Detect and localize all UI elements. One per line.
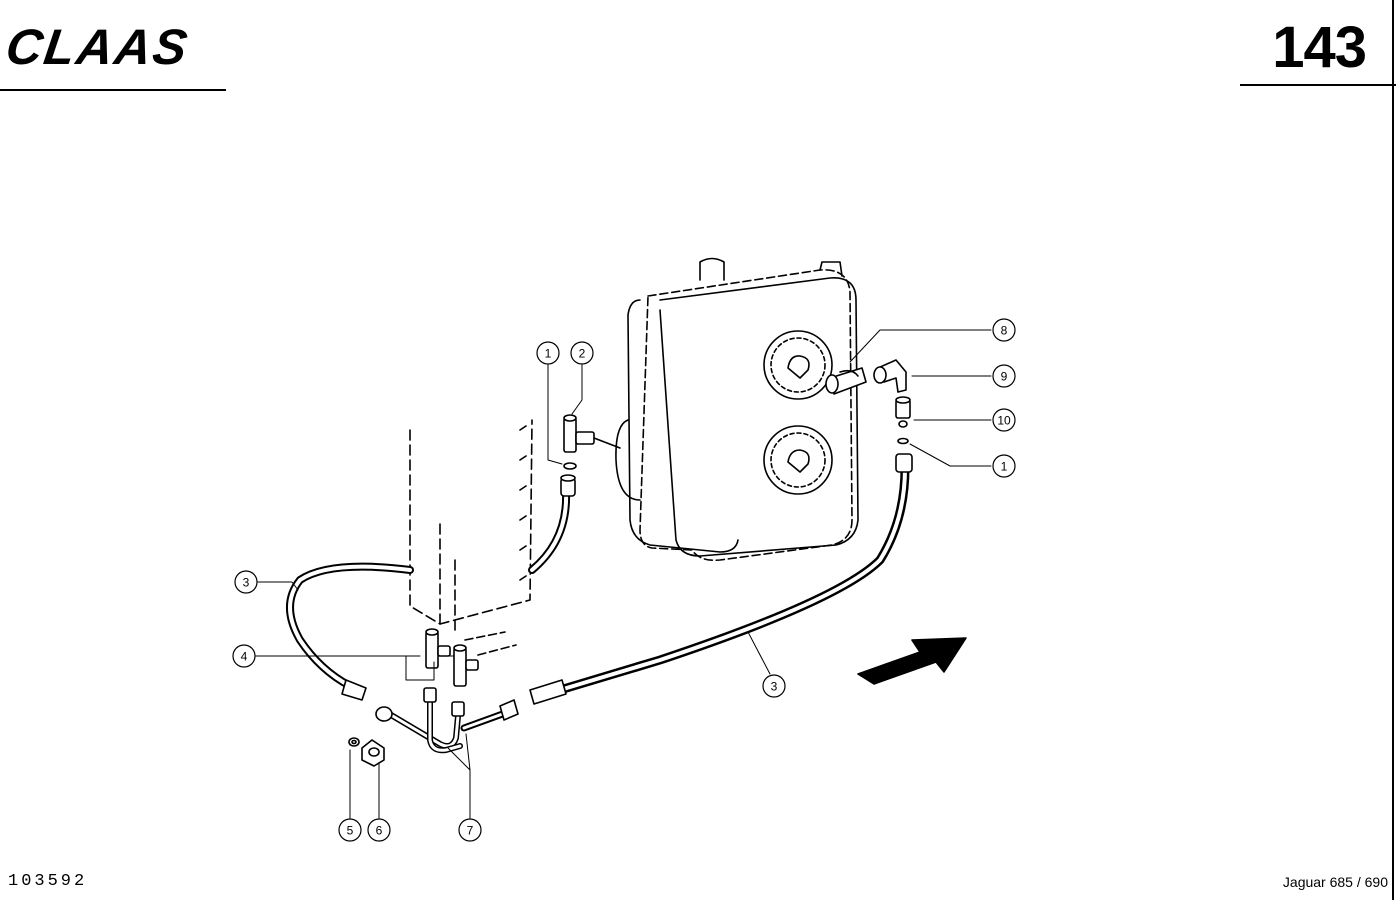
header-rule-left <box>0 89 226 91</box>
svg-text:CLAAS: CLAAS <box>8 22 193 72</box>
leader-lines <box>255 329 992 819</box>
svg-text:2: 2 <box>579 347 586 361</box>
tee-fittings-4 <box>425 628 479 687</box>
part-5-ring <box>348 737 360 747</box>
page-number: 143 <box>1272 15 1367 80</box>
page-right-border <box>1392 0 1394 900</box>
drawing-id: 103592 <box>8 872 88 891</box>
fitting-8 <box>825 367 867 395</box>
tee-fitting-2 <box>563 414 621 470</box>
steel-pipe-7 <box>375 687 519 754</box>
claas-logo: CLAAS <box>8 22 193 72</box>
callout-2: 2 <box>570 341 594 365</box>
callout-3-left: 3 <box>234 570 258 594</box>
svg-text:10: 10 <box>997 414 1011 428</box>
fitting-9 <box>873 359 907 393</box>
model-label: Jaguar 685 / 690 <box>1282 874 1388 890</box>
svg-text:3: 3 <box>771 680 778 694</box>
svg-text:7: 7 <box>467 824 474 838</box>
svg-text:8: 8 <box>1001 324 1008 338</box>
svg-text:5: 5 <box>347 824 354 838</box>
callout-10: 10 <box>992 408 1016 432</box>
svg-text:1: 1 <box>1001 460 1008 474</box>
svg-text:3: 3 <box>243 576 250 590</box>
callout-9: 9 <box>992 364 1016 388</box>
pump-housing <box>615 257 859 562</box>
callout-6: 6 <box>367 818 391 842</box>
svg-text:4: 4 <box>241 650 248 664</box>
hose-left-loop <box>286 562 414 701</box>
svg-text:6: 6 <box>376 824 383 838</box>
callout-4: 4 <box>232 644 256 668</box>
fitting-10 <box>895 396 911 445</box>
frame-column <box>409 419 533 656</box>
header-rule-right <box>1240 84 1396 86</box>
svg-text:1: 1 <box>545 347 552 361</box>
callout-1-right: 1 <box>992 454 1016 478</box>
part-6-nut <box>361 739 385 767</box>
callout-7: 7 <box>458 818 482 842</box>
svg-text:9: 9 <box>1001 370 1008 384</box>
hose-upper <box>528 474 576 574</box>
callout-3-right: 3 <box>762 674 786 698</box>
callout-1-upper: 1 <box>536 341 560 365</box>
hose-right <box>529 453 913 705</box>
callout-5: 5 <box>338 818 362 842</box>
callout-8: 8 <box>992 318 1016 342</box>
direction-arrow <box>857 637 967 685</box>
